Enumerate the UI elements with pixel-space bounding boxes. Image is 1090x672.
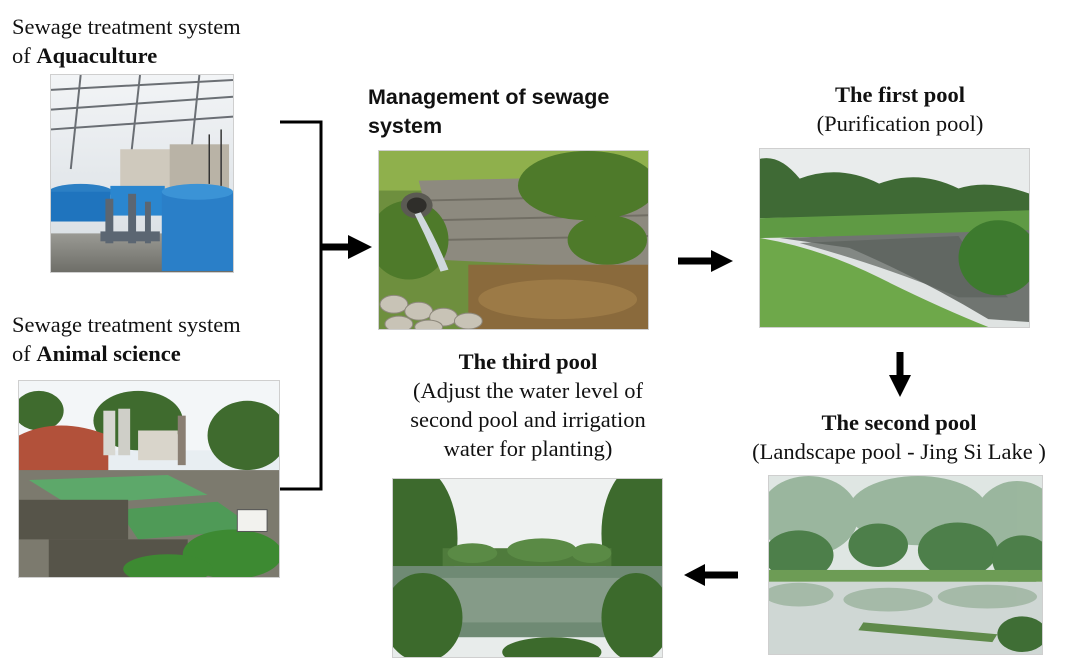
arrow-to-first-pool — [678, 250, 733, 272]
second-pool-title: The second pool — [821, 410, 977, 435]
aquaculture-name: Aquaculture — [36, 43, 158, 68]
first-pool-subtitle: (Purification pool) — [816, 111, 984, 136]
first-pool-photo — [759, 148, 1030, 328]
third-pool-photo — [392, 478, 663, 658]
aquaculture-label-line1: Sewage treatment system — [12, 14, 241, 39]
arrow-to-third-pool — [684, 564, 738, 586]
second-pool-photo — [768, 475, 1043, 655]
third-pool-label: The third pool (Adjust the water level o… — [368, 347, 688, 463]
aquaculture-tanks-photo — [50, 74, 234, 273]
management-label: Management of sewage system — [368, 83, 609, 141]
third-pool-line1: (Adjust the water level of — [413, 378, 643, 403]
animal-science-name: Animal science — [36, 341, 181, 366]
first-pool-title: The first pool — [834, 82, 965, 107]
aquaculture-label-line2: of Aquaculture — [12, 41, 241, 70]
third-pool-line3: water for planting) — [443, 436, 613, 461]
aquaculture-label: Sewage treatment system of Aquaculture — [12, 12, 241, 70]
merge-bracket-arrow — [280, 120, 372, 491]
second-pool-subtitle: (Landscape pool - Jing Si Lake ) — [752, 439, 1046, 464]
management-label-line1: Management of sewage — [368, 85, 610, 109]
animal-science-label: Sewage treatment system of Animal scienc… — [12, 310, 241, 368]
animal-science-pond-photo — [18, 380, 280, 578]
animal-science-of-word: of — [12, 341, 31, 366]
arrow-to-second-pool — [889, 352, 911, 397]
animal-science-label-line1: Sewage treatment system — [12, 312, 241, 337]
animal-science-label-line2: of Animal science — [12, 339, 241, 368]
second-pool-label: The second pool (Landscape pool - Jing S… — [724, 408, 1074, 466]
management-label-line2: system — [368, 114, 443, 138]
first-pool-label: The first pool (Purification pool) — [760, 80, 1040, 138]
aquaculture-of-word: of — [12, 43, 31, 68]
sewage-outlet-photo — [378, 150, 649, 330]
third-pool-title: The third pool — [458, 349, 598, 374]
third-pool-line2: second pool and irrigation — [410, 407, 646, 432]
